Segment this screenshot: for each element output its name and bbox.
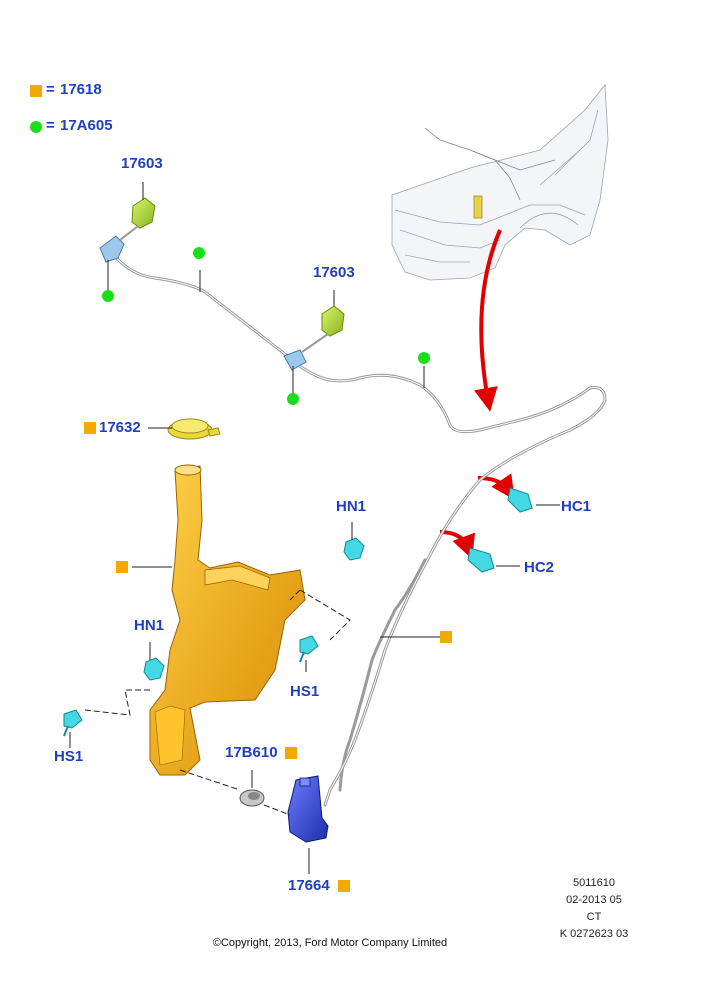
hex-nut-left <box>143 657 165 681</box>
washer-jet-upper <box>119 197 156 241</box>
grommet <box>239 789 265 807</box>
marker-reservoir-square <box>116 561 128 573</box>
marker-grommet-square <box>285 747 297 759</box>
hex-nut-upper <box>343 537 365 561</box>
label-clip-2: HC2 <box>524 559 555 576</box>
hose-outline <box>111 252 606 806</box>
washer-pump <box>287 775 329 843</box>
ref-number: 5011610 <box>572 877 615 889</box>
label-screw-left: HS1 <box>54 748 84 765</box>
marker-hose-square <box>440 631 452 643</box>
marker-dot-2 <box>102 290 114 302</box>
screw-left <box>63 709 83 737</box>
copyright-notice: ©Copyright, 2013, Ford Motor Company Lim… <box>212 937 448 949</box>
marker-dot-1 <box>193 247 205 259</box>
t-connector-upper <box>99 235 125 263</box>
vehicle-front-illustration <box>391 83 609 281</box>
t-connector-mid <box>283 349 307 371</box>
region-code: CT <box>586 911 602 923</box>
label-clip-1: HC1 <box>561 498 592 515</box>
screw-right <box>299 635 319 663</box>
label-screw-right: HS1 <box>290 683 320 700</box>
leader-lines <box>69 182 560 874</box>
washer-jet-mid <box>301 305 345 353</box>
label-jet-mid: 17603 <box>313 264 355 281</box>
date-code: 02-2013 05 <box>566 894 622 906</box>
legend-dot-equals: = <box>46 117 55 134</box>
label-cap: 17632 <box>99 419 141 436</box>
label-nut-upper: HN1 <box>336 498 367 515</box>
legend-dot-code: 17A605 <box>60 117 113 134</box>
marker-cap-square <box>84 422 96 434</box>
label-jet-upper: 17603 <box>121 155 163 172</box>
washer-reservoir <box>149 464 306 776</box>
legend-dot-swatch <box>30 121 42 133</box>
marker-pump-square <box>338 880 350 892</box>
legend-square-swatch <box>30 85 42 97</box>
legend-square-code: 17618 <box>60 81 102 98</box>
label-grommet: 17B610 <box>225 744 278 761</box>
marker-dot-4 <box>418 352 430 364</box>
filler-cap <box>167 418 221 440</box>
clip-hc1 <box>507 487 533 513</box>
label-nut-left: HN1 <box>134 617 165 634</box>
catalog-number: K 0272623 03 <box>559 928 629 940</box>
clip-hc2 <box>467 547 495 573</box>
label-pump: 17664 <box>288 877 330 894</box>
legend-square-equals: = <box>46 81 55 98</box>
marker-dot-3 <box>287 393 299 405</box>
